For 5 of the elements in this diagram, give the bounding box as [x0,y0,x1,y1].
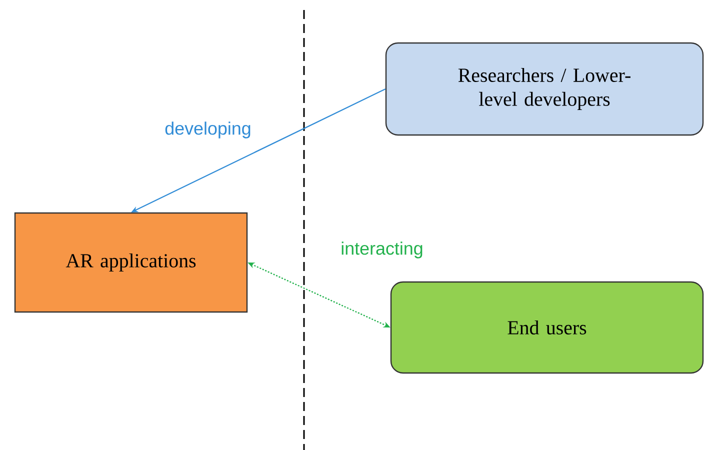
edge-label: developing [164,120,252,140]
edge-label: interacting [340,240,424,260]
box: AR applications [14,212,248,313]
rounded-box: Researchers / Lower-level developers [385,42,704,136]
rounded-box: End users [390,281,704,374]
